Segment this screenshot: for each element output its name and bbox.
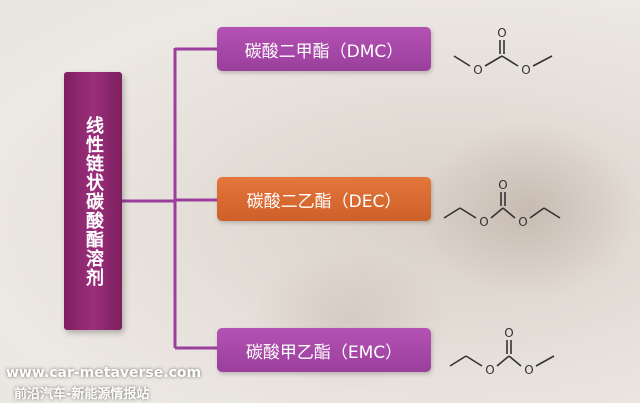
node-emc: 碳酸甲乙酯（EMC）	[217, 328, 431, 372]
dec-structure: O O O	[443, 178, 561, 229]
node-dec-label: 碳酸二乙酯（DEC）	[246, 191, 402, 212]
node-dmc-label: 碳酸二甲酯（DMC）	[244, 41, 404, 62]
dec-ester-oxygen-left: O	[479, 215, 488, 229]
emc-structure: O O O	[449, 326, 555, 377]
dmc-carbonyl-oxygen: O	[497, 26, 506, 40]
dec-ester-oxygen-right: O	[518, 215, 527, 229]
node-emc-label: 碳酸甲乙酯（EMC）	[245, 342, 403, 363]
emc-ester-oxygen-right: O	[524, 363, 533, 377]
emc-ester-oxygen-left: O	[485, 363, 494, 377]
dmc-ester-oxygen-right: O	[521, 63, 530, 77]
watermark-url: www.car-metaverse.com	[6, 365, 202, 381]
dmc-ester-oxygen-left: O	[473, 63, 482, 77]
node-dec: 碳酸二乙酯（DEC）	[217, 177, 431, 221]
watermark-site-name: 前沿汽车-新能源情报站	[14, 387, 150, 402]
node-dmc: 碳酸二甲酯（DMC）	[217, 27, 431, 71]
emc-carbonyl-oxygen: O	[504, 326, 513, 340]
dec-carbonyl-oxygen: O	[498, 178, 507, 192]
root-category-box: 线性链状碳酸酯溶剂	[64, 72, 122, 330]
dmc-structure: O O O	[453, 26, 553, 77]
root-category-label: 线性链状碳酸酯溶剂	[83, 115, 104, 287]
watermark: www.car-metaverse.com 前沿汽车-新能源情报站	[6, 365, 201, 402]
